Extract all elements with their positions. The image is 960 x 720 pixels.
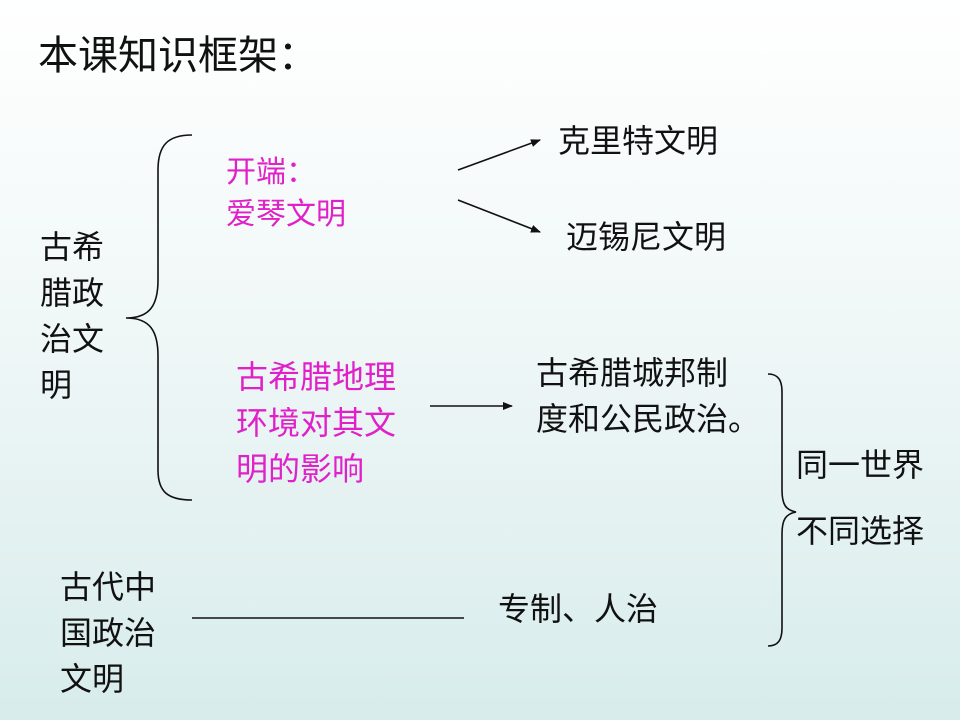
page-title: 本课知识框架： (38, 33, 318, 79)
arrow-to-crete (457, 139, 541, 171)
node-origin-aegean: 开端： 爱琴文明 (226, 155, 346, 232)
brace-comparison (767, 373, 797, 647)
brace-greek (125, 134, 193, 501)
node-geography-influence: 古希腊地理 环境对其文 明的影响 (236, 358, 397, 488)
node-different-choice: 不同选择 (796, 512, 925, 550)
node-greek-civilization: 古希 腊政 治文 明 (40, 228, 105, 404)
node-crete: 克里特文明 (558, 122, 719, 160)
node-ancient-china: 古代中 国政治 文明 (60, 568, 157, 698)
node-same-world: 同一世界 (796, 446, 925, 484)
arrow-to-mycenae (457, 199, 541, 233)
node-autocracy: 专制、人治 (498, 590, 659, 628)
node-city-state-citizen: 古希腊城邦制 度和公民政治。 (536, 354, 761, 438)
node-mycenae: 迈锡尼文明 (566, 218, 727, 256)
